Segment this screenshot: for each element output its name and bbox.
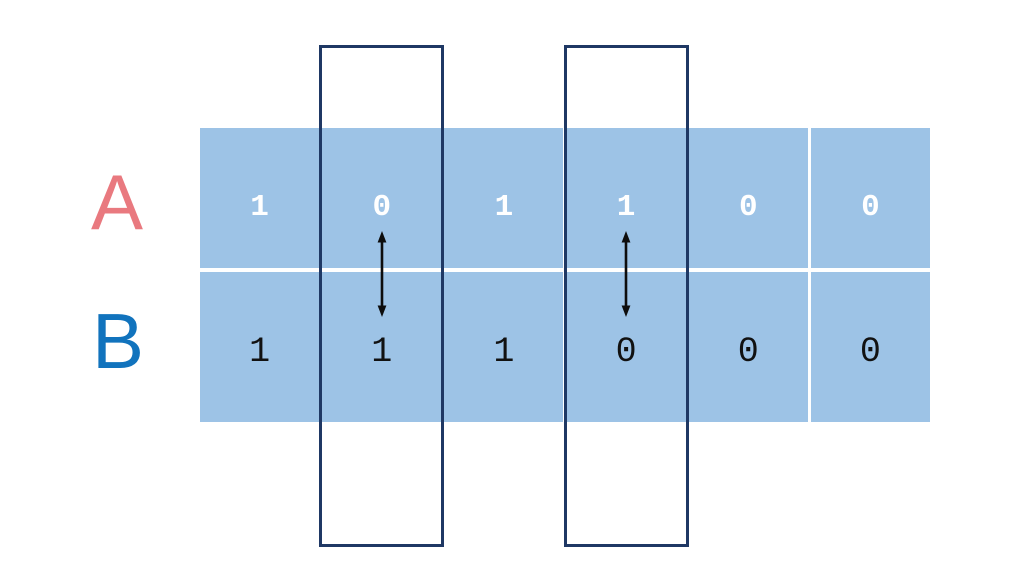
- bit-cell-a5: 0: [688, 128, 808, 268]
- row-label-b: B: [91, 297, 145, 385]
- bit-cell-a3: 1: [444, 128, 564, 268]
- bit-cell-b3: 1: [444, 272, 564, 422]
- bit-cell-b1: 1: [200, 272, 320, 422]
- bit-cell-a6: 0: [810, 128, 930, 268]
- bit-cell-b6: 0: [810, 272, 930, 422]
- bit-cell-b5: 0: [688, 272, 808, 422]
- row-label-a: A: [90, 158, 144, 246]
- double-arrow-icon: [621, 231, 631, 317]
- highlight-box-column-4: [564, 45, 689, 547]
- bit-cell-a1: 1: [200, 128, 320, 268]
- double-arrow-icon: [377, 231, 387, 317]
- bit-table: 1 0 1 1 0 0 1 1 1 0 0 0: [200, 128, 930, 422]
- highlight-box-column-2: [319, 45, 444, 547]
